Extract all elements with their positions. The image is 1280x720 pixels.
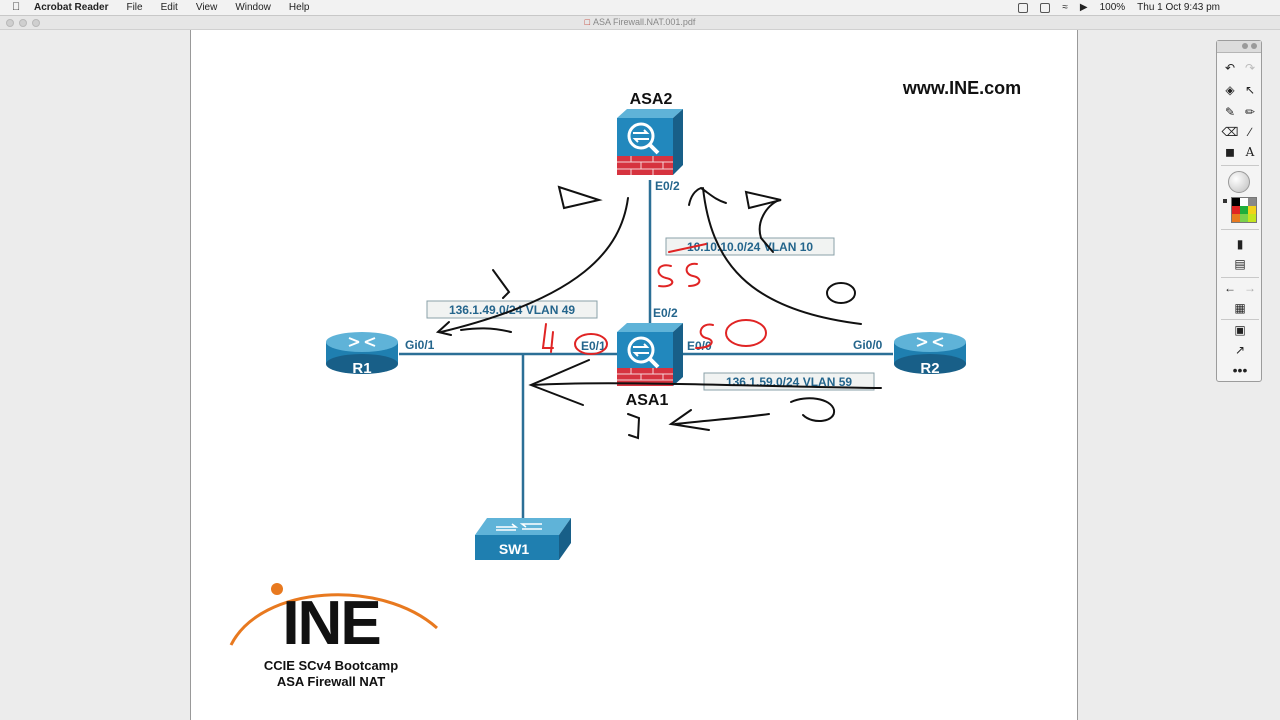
toolbar-divider [1221, 277, 1259, 278]
wifi-icon[interactable]: ≈ [1062, 2, 1068, 13]
device-label: R2 [920, 360, 939, 377]
menu-edit[interactable]: Edit [161, 2, 178, 13]
interface-label: Gi0/0 [853, 338, 883, 352]
ink-zero [726, 320, 766, 346]
page-list-icon[interactable]: ▤ [1231, 255, 1249, 273]
ink-number-55 [659, 264, 700, 287]
network-diagram: www.INE.com 10.10.10.0/24 VLAN 10 136.1.… [191, 30, 1079, 720]
ink-arrow [559, 187, 599, 208]
ink-arrow [689, 188, 726, 205]
color-wheel-icon[interactable] [1228, 171, 1250, 193]
menu-bar:  Acrobat Reader File Edit View Window H… [0, 0, 1280, 16]
ink-number-49 [543, 324, 553, 352]
eraser-icon[interactable]: ⌫ [1221, 123, 1239, 141]
toolbar-header [1217, 41, 1261, 53]
apple-icon[interactable]:  [12, 1, 20, 13]
text-icon[interactable]: A [1241, 143, 1259, 161]
toolbar-close-button[interactable] [1251, 43, 1257, 49]
menu-window[interactable]: Window [235, 2, 271, 13]
subnet-label: 10.10.10.0/24 VLAN 10 [687, 240, 813, 254]
interface-label: E0/2 [655, 179, 680, 193]
app-menus: Acrobat Reader File Edit View Window Hel… [34, 2, 309, 13]
grid-icon[interactable]: ▦ [1231, 299, 1249, 317]
line-icon[interactable]: ∕ [1241, 123, 1259, 141]
toolbar-minimize-button[interactable] [1242, 43, 1248, 49]
sw1-switch-icon[interactable]: SW1 [475, 518, 571, 560]
shapes-icon[interactable]: ◼ [1221, 143, 1239, 161]
status-icon[interactable] [1040, 3, 1050, 13]
forward-icon[interactable]: → [1241, 279, 1259, 297]
document-title-text: ASA Firewall.NAT.001.pdf [593, 17, 695, 27]
ink-zero [791, 398, 834, 421]
menu-view[interactable]: View [196, 2, 218, 13]
present-icon[interactable]: ▣ [1231, 321, 1249, 339]
ine-logo: INE CCIE SCv4 Bootcamp ASA Firewall NAT [231, 583, 437, 689]
back-icon[interactable]: ← [1221, 279, 1239, 297]
r2-router-icon[interactable]: R2 [894, 332, 966, 377]
ink-stroke [493, 270, 509, 298]
website-label: www.INE.com [902, 78, 1021, 98]
ink-arrow [746, 192, 781, 208]
r1-router-icon[interactable]: R1 [326, 332, 398, 377]
clock[interactable]: Thu 1 Oct 9:43 pm [1137, 2, 1220, 13]
pen-icon[interactable]: ✎ [1221, 103, 1239, 121]
volume-icon[interactable]: ▶ [1080, 2, 1088, 13]
pdf-icon: □ [585, 17, 590, 27]
more-icon[interactable]: ••• [1231, 361, 1249, 379]
interface-label: Gi0/1 [405, 338, 435, 352]
battery-level[interactable]: 100% [1100, 2, 1126, 13]
ink-arrow [671, 410, 769, 430]
status-icon[interactable] [1018, 3, 1028, 13]
device-label: ASA2 [630, 91, 673, 108]
course-title: CCIE SCv4 Bootcamp [264, 658, 398, 673]
device-label: SW1 [499, 541, 530, 557]
palette-arrow-icon [1223, 199, 1227, 203]
toolbar-divider [1221, 165, 1259, 166]
undo-icon[interactable]: ↶ [1221, 59, 1239, 77]
pointer-icon[interactable]: ↖ [1241, 81, 1259, 99]
highlighter-icon[interactable]: ✏ [1241, 103, 1259, 121]
fill-icon[interactable]: ◈ [1221, 81, 1239, 99]
topic-title: ASA Firewall NAT [277, 674, 385, 689]
window-titlebar: □ASA Firewall.NAT.001.pdf [0, 16, 1280, 30]
toolbar-divider [1221, 319, 1259, 320]
device-label: ASA1 [626, 392, 669, 409]
device-label: R1 [352, 360, 371, 377]
share-icon[interactable]: ↗ [1231, 341, 1249, 359]
menu-file[interactable]: File [126, 2, 142, 13]
interface-label: E0/2 [653, 306, 678, 320]
ink-zero [827, 283, 855, 303]
annotation-toolbar: ↶ ↷ ◈ ↖ ✎ ✏ ⌫ ∕ ◼ A ▮ ▤ ← → ▦ ▣ ↗ ••• [1216, 40, 1262, 382]
asa1-firewall-icon[interactable]: ASA1 [617, 323, 683, 409]
status-area: ≈ ▶ 100% Thu 1 Oct 9:43 pm [1018, 2, 1220, 13]
redo-icon[interactable]: ↷ [1241, 59, 1259, 77]
toolbar-divider [1221, 229, 1259, 230]
asa2-firewall-icon[interactable]: ASA2 [617, 91, 683, 175]
ink-one [628, 414, 639, 438]
pdf-page[interactable]: www.INE.com 10.10.10.0/24 VLAN 10 136.1.… [190, 30, 1078, 720]
menu-app[interactable]: Acrobat Reader [34, 2, 108, 13]
color-palette-icon[interactable] [1231, 197, 1257, 223]
page-icon[interactable]: ▮ [1231, 235, 1249, 253]
menu-help[interactable]: Help [289, 2, 310, 13]
document-title: □ASA Firewall.NAT.001.pdf [0, 17, 1280, 27]
logo-wordmark: INE [282, 589, 379, 658]
